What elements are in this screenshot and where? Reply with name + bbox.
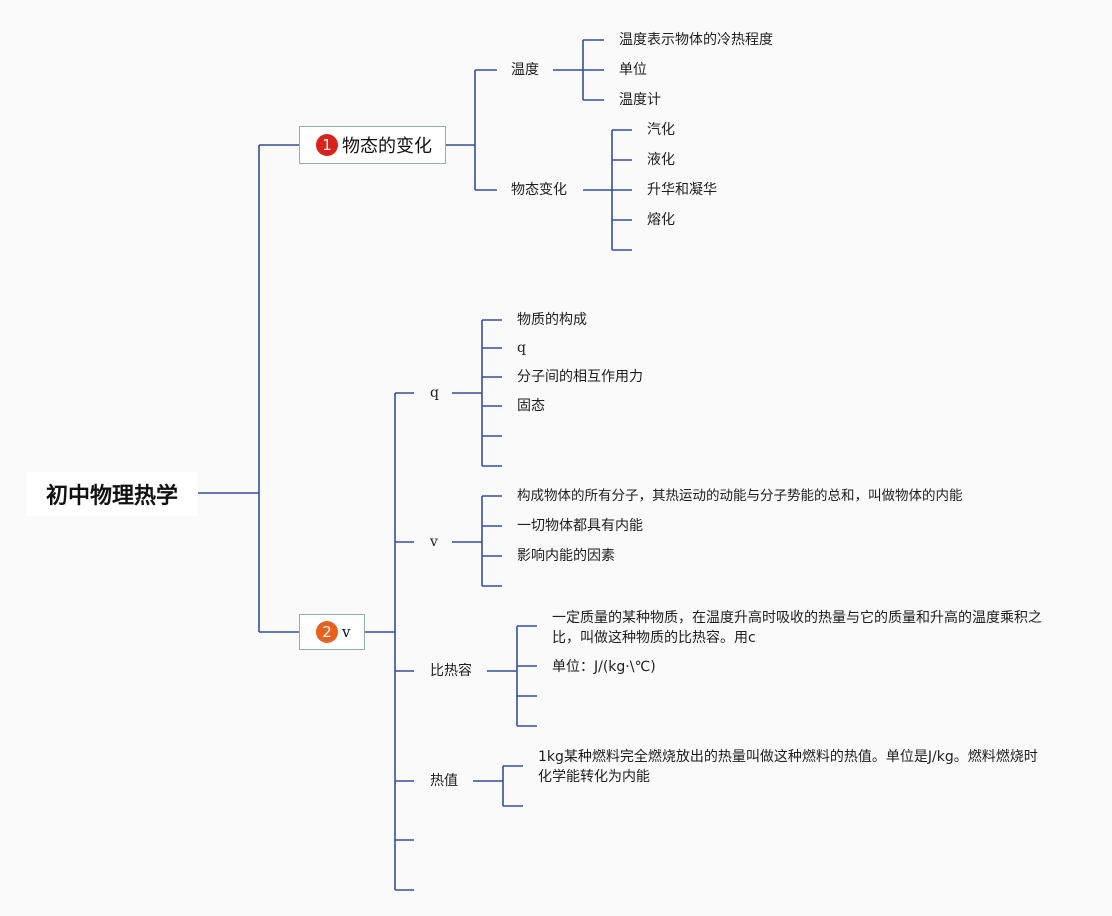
main-topic-1[interactable]: 1 物态的变化 — [299, 126, 446, 164]
subtopic-specific-heat[interactable]: 比热容 — [430, 663, 472, 679]
leaf-topic[interactable]: 单位：J/(kg·\℃) — [552, 659, 656, 675]
connector-heat — [487, 625, 537, 727]
leaf-topic[interactable]: 单位 — [619, 62, 647, 78]
connector-phase — [583, 129, 632, 251]
leaf-topic[interactable]: 一切物体都具有内能 — [517, 518, 643, 534]
subtopic-phase-change[interactable]: 物态变化 — [511, 182, 567, 198]
leaf-topic[interactable]: 汽化 — [647, 122, 675, 138]
leaf-topic[interactable]: 物质的构成 — [517, 312, 587, 328]
leaf-topic[interactable]: 固态 — [517, 398, 545, 414]
connector-branch2 — [365, 392, 414, 891]
number-badge-2: 2 — [316, 621, 338, 643]
connector-v — [452, 495, 502, 587]
connector-branch1 — [446, 69, 497, 191]
leaf-topic[interactable]: 液化 — [647, 152, 675, 168]
leaf-topic[interactable]: 1kg某种燃料完全燃烧放出的热量叫做这种燃料的热值。单位是J/kg。燃料燃烧时化… — [538, 749, 1038, 785]
leaf-topic[interactable]: 影响内能的因素 — [517, 548, 615, 564]
leaf-topic[interactable]: 温度表示物体的冷热程度 — [619, 32, 773, 48]
main-topic-2-label: v — [342, 623, 351, 641]
number-badge-1: 1 — [316, 134, 338, 156]
leaf-topic[interactable]: 熔化 — [647, 212, 675, 228]
connector-q — [452, 319, 502, 467]
main-topic-2[interactable]: 2 v — [299, 614, 365, 650]
leaf-topic[interactable]: 温度计 — [619, 92, 661, 108]
leaf-topic[interactable]: 升华和凝华 — [647, 182, 717, 198]
leaf-topic[interactable]: 分子间的相互作用力 — [517, 369, 643, 385]
leaf-topic[interactable]: q — [517, 340, 526, 356]
root-topic[interactable]: 初中物理热学 — [26, 472, 198, 516]
leaf-topic[interactable]: 构成物体的所有分子，其热运动的动能与分子势能的总和，叫做物体的内能 — [517, 488, 963, 504]
subtopic-q[interactable]: q — [430, 385, 439, 401]
subtopic-v[interactable]: v — [430, 534, 438, 550]
subtopic-temperature[interactable]: 温度 — [511, 62, 539, 78]
connector-root — [198, 144, 299, 633]
main-topic-1-label: 物态的变化 — [342, 136, 432, 157]
connector-fuel — [473, 765, 523, 807]
subtopic-heat-value[interactable]: 热值 — [430, 773, 458, 789]
connector-temp — [553, 39, 604, 101]
leaf-topic[interactable]: 一定质量的某种物质，在温度升高时吸收的热量与它的质量和升高的温度乘积之比，叫做这… — [552, 610, 1042, 646]
